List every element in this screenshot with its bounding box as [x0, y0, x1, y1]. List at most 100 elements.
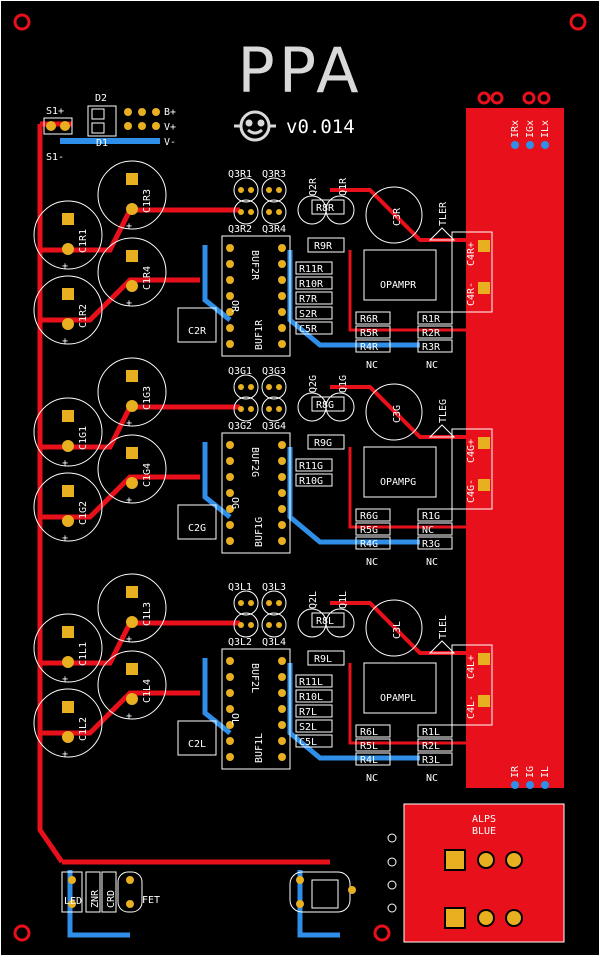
capacitor-c3 — [365, 383, 423, 441]
pad — [278, 340, 286, 348]
capacitor-pad — [126, 400, 138, 412]
label-tle: TLER — [438, 201, 449, 226]
mounting-hole — [569, 13, 587, 31]
label-r9: R9R — [314, 241, 333, 252]
transistor-q3 — [233, 590, 259, 616]
resistor-r8 — [311, 396, 345, 412]
label-o: OL — [229, 713, 240, 725]
label-right: R1R — [422, 314, 441, 325]
pad — [226, 473, 234, 481]
capacitor-c1 — [33, 688, 103, 758]
label-nc: NC — [366, 773, 378, 784]
label-left: R5G — [360, 525, 378, 536]
resistor-mid — [295, 306, 333, 320]
label-plus: + — [126, 711, 132, 722]
label-plus: + — [126, 298, 132, 309]
label-q3: Q3L3 — [262, 582, 286, 593]
pad — [226, 324, 234, 332]
pad — [266, 384, 272, 390]
label-r8: R8G — [316, 400, 334, 411]
label-c1: C1L1 — [78, 642, 89, 666]
pad — [226, 457, 234, 465]
transistor-q3 — [233, 612, 259, 638]
board-title: PPA — [237, 34, 362, 107]
label-q1: Q1R — [338, 177, 349, 196]
transistor-q3 — [261, 612, 287, 638]
label-ir: IR — [510, 765, 521, 778]
pad — [278, 753, 286, 761]
pad — [226, 537, 234, 545]
pad — [226, 292, 234, 300]
mounting-hole — [13, 13, 31, 31]
label-c1: C1R1 — [78, 229, 89, 253]
pad — [238, 622, 244, 628]
label-q3: Q3G3 — [262, 366, 286, 377]
label-znr: ZNR — [90, 889, 101, 908]
pad — [278, 441, 286, 449]
label-right: NC — [422, 525, 434, 536]
label-c2: C2G — [188, 523, 206, 534]
label-plus: + — [62, 261, 68, 272]
label-plus: + — [126, 495, 132, 506]
label-right: R3R — [422, 342, 441, 353]
pad — [278, 292, 286, 300]
resistor-mid — [295, 704, 333, 718]
ground-rail — [37, 124, 65, 864]
transistor-q3 — [261, 177, 287, 203]
label-q3: Q3L4 — [262, 637, 286, 648]
label-right: R3G — [422, 539, 440, 550]
pad — [226, 737, 234, 745]
pad — [276, 187, 282, 193]
label-ig: IG — [525, 766, 536, 778]
capacitor-c2 — [177, 720, 217, 756]
pad — [266, 622, 272, 628]
pad — [278, 260, 286, 268]
psu-section — [61, 870, 356, 938]
pad — [278, 308, 286, 316]
logo-face-icon — [234, 110, 276, 142]
pad — [478, 240, 490, 252]
resistor-left — [355, 536, 391, 550]
capacitor-pad — [126, 447, 138, 459]
pad — [278, 521, 286, 529]
transistor-q1 — [325, 608, 355, 638]
label-mid: R11L — [299, 677, 323, 688]
label-q3: Q3G1 — [228, 366, 252, 377]
capacitor-c2 — [177, 504, 217, 540]
label-c4-plus: C4G+ — [466, 439, 477, 463]
label-buf2: BUF2R — [249, 250, 260, 281]
pad — [226, 753, 234, 761]
label-plus: + — [62, 336, 68, 347]
label-c4-minus: C4G- — [466, 479, 477, 503]
label-c2: C2L — [188, 739, 206, 750]
label-opamp: OPAMPL — [380, 693, 416, 704]
resistor-right — [417, 325, 453, 339]
pad — [478, 437, 490, 449]
buffer-ic — [221, 648, 291, 770]
label-nc: NC — [426, 360, 438, 371]
pad — [238, 187, 244, 193]
transistor-q3 — [261, 396, 287, 422]
label-r9: R9G — [314, 438, 332, 449]
pad — [276, 622, 282, 628]
pad — [478, 695, 490, 707]
label-left: R6G — [360, 511, 378, 522]
label-opamp: OPAMPR — [380, 280, 417, 291]
pad — [276, 406, 282, 412]
capacitor-pad — [126, 173, 138, 185]
label-mid: R7R — [299, 294, 318, 305]
capacitor-pad — [126, 477, 138, 489]
label-mid: R7L — [299, 707, 317, 718]
capacitor-c1 — [33, 472, 103, 542]
pad — [276, 384, 282, 390]
label-o: OR — [229, 300, 240, 313]
capacitor-pad — [62, 440, 74, 452]
transistor-q3 — [261, 590, 287, 616]
pad — [278, 673, 286, 681]
resistor-mid — [295, 473, 333, 487]
label-c4-plus: C4L+ — [466, 655, 477, 679]
label-plus: + — [126, 221, 132, 232]
capacitor-pad — [62, 318, 74, 330]
